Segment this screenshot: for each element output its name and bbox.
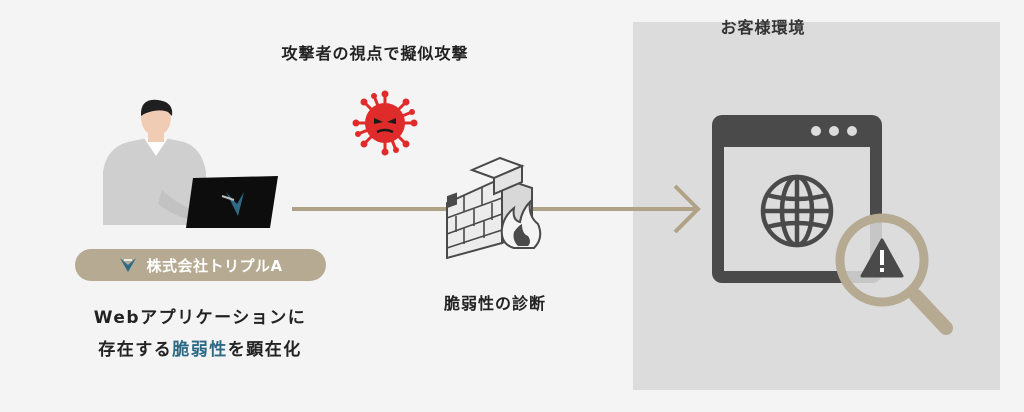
company-badge: 株式会社トリプルA bbox=[75, 249, 326, 281]
attack-label: 攻撃者の視点で擬似攻撃 bbox=[281, 44, 469, 63]
magnifier-warning-icon bbox=[835, 213, 953, 335]
virus-icon bbox=[352, 90, 418, 156]
description-line-2: 存在する脆弱性を顕在化 bbox=[60, 334, 340, 366]
browser-globe-icon bbox=[712, 115, 882, 283]
company-name: 株式会社トリプルA bbox=[146, 256, 283, 275]
customer-environment-label: お客様環境 bbox=[720, 18, 806, 37]
description: Webアプリケーションに 存在する脆弱性を顕在化 bbox=[60, 302, 340, 366]
description-line-2-after: を顕在化 bbox=[227, 340, 302, 360]
diagnosis-label: 脆弱性の診断 bbox=[443, 294, 546, 313]
description-line-2-before: 存在する bbox=[98, 340, 173, 360]
vulnerability-highlight: 脆弱性 bbox=[172, 340, 228, 360]
person-with-laptop-icon bbox=[103, 99, 278, 228]
company-logo-icon bbox=[120, 258, 137, 272]
firewall-icon bbox=[446, 156, 542, 260]
description-line-1: Webアプリケーションに bbox=[93, 308, 307, 328]
